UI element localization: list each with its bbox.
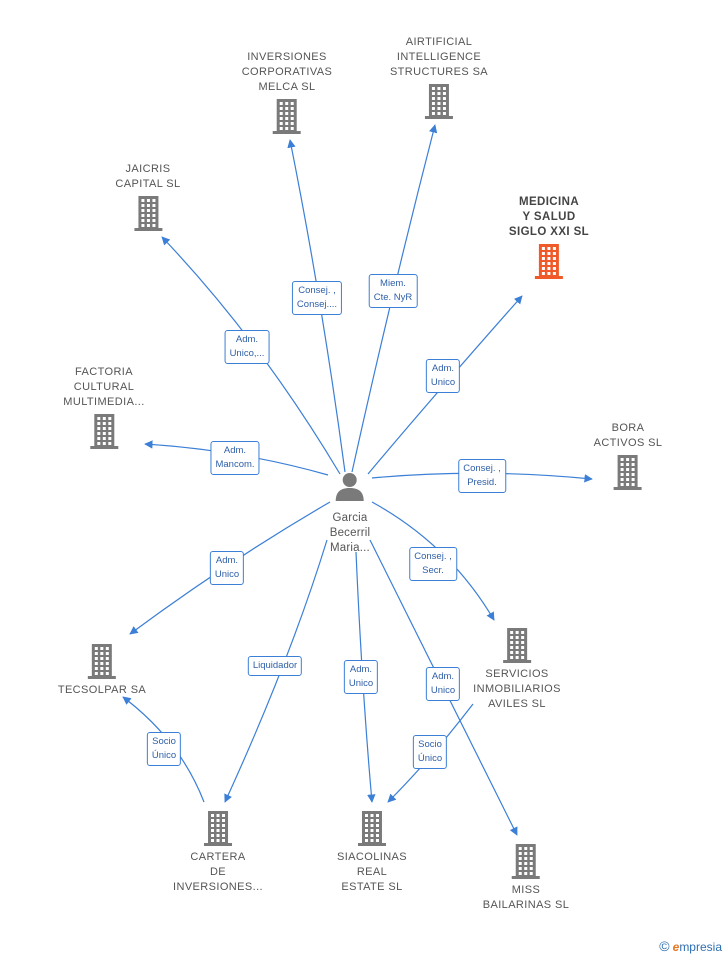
relation-label[interactable]: Adm. Unico bbox=[425, 359, 461, 393]
company-node-siacolinas[interactable]: SIACOLINAS REAL ESTATE SL bbox=[337, 810, 407, 895]
company-name: TECSOLPAR SA bbox=[57, 684, 147, 696]
relation-label[interactable]: Consej. , Consej.... bbox=[291, 281, 343, 315]
brand-logo: ©empresia bbox=[659, 938, 722, 954]
building-icon bbox=[89, 414, 118, 449]
relation-label[interactable]: Socio Único bbox=[146, 732, 182, 766]
company-node-inversiones[interactable]: INVERSIONES CORPORATIVAS MELCA SL bbox=[242, 50, 333, 134]
company-node-factoria[interactable]: FACTORIA CULTURAL MULTIMEDIA... bbox=[63, 365, 144, 449]
company-node-cartera[interactable]: CARTERA DE INVERSIONES... bbox=[173, 810, 263, 895]
company-name: JAICRIS CAPITAL SL bbox=[115, 163, 181, 190]
company-name: BORA ACTIVOS SL bbox=[593, 422, 663, 449]
company-name: MISS BAILARINAS SL bbox=[482, 884, 570, 911]
relation-label[interactable]: Adm. Unico bbox=[425, 667, 461, 701]
relation-label[interactable]: Adm. Unico bbox=[343, 660, 379, 694]
person-icon bbox=[336, 473, 364, 501]
company-name: SIACOLINAS REAL ESTATE SL bbox=[336, 851, 408, 893]
relation-label[interactable]: Consej. , Presid. bbox=[458, 459, 506, 493]
company-name: AIRTIFICIAL INTELLIGENCE STRUCTURES SA bbox=[389, 36, 489, 78]
building-icon bbox=[358, 811, 386, 846]
company-name: FACTORIA CULTURAL MULTIMEDIA... bbox=[63, 366, 145, 408]
center-person[interactable]: Garcia Becerril Maria... bbox=[330, 470, 371, 556]
company-node-bora[interactable]: BORA ACTIVOS SL bbox=[594, 421, 663, 490]
building-icon bbox=[424, 84, 453, 119]
company-node-miss[interactable]: MISS BAILARINAS SL bbox=[483, 843, 570, 913]
building-icon bbox=[511, 844, 540, 879]
building-icon bbox=[613, 455, 642, 490]
company-node-medicina[interactable]: MEDICINA Y SALUD SIGLO XXI SL bbox=[509, 195, 589, 279]
company-name: CARTERA DE INVERSIONES... bbox=[173, 851, 263, 893]
person-name: Garcia Becerril Maria... bbox=[329, 512, 371, 554]
company-name: SERVICIOS INMOBILIARIOS AVILES SL bbox=[473, 668, 561, 710]
relation-label[interactable]: Adm. Mancom. bbox=[210, 441, 260, 475]
relation-label[interactable]: Miem. Cte. NyR bbox=[368, 274, 418, 308]
building-icon bbox=[503, 628, 531, 663]
building-icon bbox=[203, 811, 232, 846]
building-icon bbox=[88, 644, 116, 679]
relation-label[interactable]: Adm. Unico bbox=[209, 551, 245, 585]
building-icon bbox=[133, 196, 162, 231]
company-node-jaicris[interactable]: JAICRIS CAPITAL SL bbox=[115, 162, 180, 231]
building-icon bbox=[534, 244, 563, 279]
company-node-servicios[interactable]: SERVICIOS INMOBILIARIOS AVILES SL bbox=[473, 627, 561, 712]
relation-label[interactable]: Consej. , Secr. bbox=[409, 547, 457, 581]
company-name: MEDICINA Y SALUD SIGLO XXI SL bbox=[508, 196, 590, 238]
company-name: INVERSIONES CORPORATIVAS MELCA SL bbox=[241, 51, 333, 93]
relation-label[interactable]: Adm. Unico,... bbox=[224, 330, 270, 364]
company-node-airtificial[interactable]: AIRTIFICIAL INTELLIGENCE STRUCTURES SA bbox=[390, 35, 488, 119]
relation-label[interactable]: Socio Único bbox=[412, 735, 448, 769]
relation-label[interactable]: Liquidador bbox=[247, 656, 303, 676]
building-icon bbox=[272, 99, 301, 134]
company-node-tecsolpar[interactable]: TECSOLPAR SA bbox=[58, 643, 146, 698]
